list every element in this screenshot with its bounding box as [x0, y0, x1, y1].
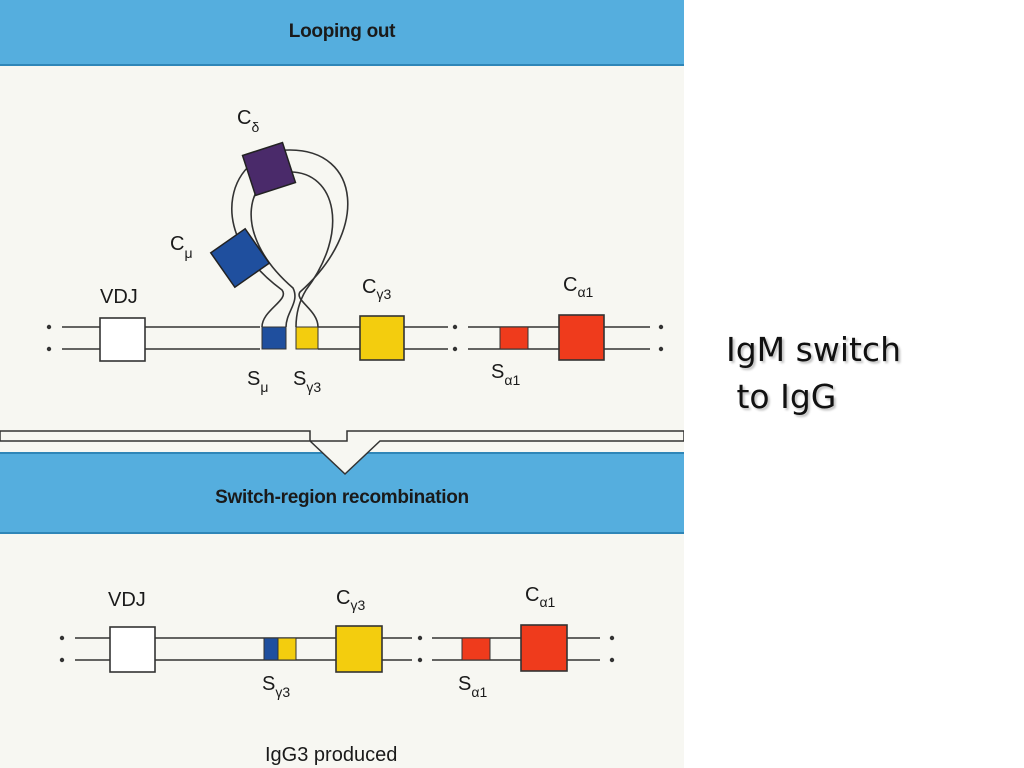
down-arrow-icon: [0, 430, 684, 476]
c-alpha1-label-bottom: Cα1: [525, 584, 556, 610]
igg3-produced-caption: IgG3 produced: [265, 744, 397, 766]
c-delta-exon: [241, 141, 297, 197]
top-break-dots: [46, 324, 664, 352]
s-gamma3-region-bottom: [277, 637, 297, 661]
c-gamma3-exon-top: [359, 315, 405, 361]
recombination-title: Switch-region recombination: [215, 487, 469, 508]
s-gamma3-label-bottom: Sγ3: [262, 673, 290, 700]
c-alpha1-exon-bottom: [520, 624, 568, 672]
looping-out-title: Looping out: [288, 21, 396, 42]
c-delta-label: Cδ: [237, 107, 259, 135]
c-gamma3-label-bottom: Cγ3: [336, 587, 365, 613]
c-alpha1-label-top: Cα1: [563, 274, 594, 300]
c-mu-label: Cμ: [170, 233, 193, 261]
s-alpha1-label-top: Sα1: [491, 361, 520, 388]
vdj-exon-bottom: [109, 626, 156, 673]
c-mu-exon: [209, 227, 271, 289]
s-alpha1-label-bottom: Sα1: [458, 673, 487, 700]
c-gamma3-exon-bottom: [335, 625, 383, 673]
slide-caption: IgM switch to IgG: [726, 330, 901, 416]
bottom-break-dots: [59, 635, 615, 663]
s-mu-remnant: [263, 637, 279, 661]
s-gamma3-region-top: [295, 326, 319, 350]
switch-recombination-figure: Looping out Switch-region recombination: [0, 0, 684, 768]
vdj-label-bottom: VDJ: [108, 589, 146, 611]
looping-out-header: Looping out: [0, 0, 684, 66]
s-gamma3-label-top: Sγ3: [293, 368, 321, 395]
vdj-exon-top: [99, 317, 146, 362]
vdj-label-top: VDJ: [100, 286, 138, 308]
s-mu-label: Sμ: [247, 368, 268, 395]
s-alpha1-region-bottom: [461, 637, 491, 661]
c-alpha1-exon-top: [558, 314, 605, 361]
s-alpha1-region-top: [499, 326, 529, 350]
s-mu-region: [261, 326, 287, 350]
gene-diagram: VDJ Cδ Cμ Cγ3 Cα1 Sμ Sγ3 Sα1 VDJ Cγ3 Cα1…: [0, 107, 684, 766]
c-gamma3-label-top: Cγ3: [362, 276, 391, 302]
